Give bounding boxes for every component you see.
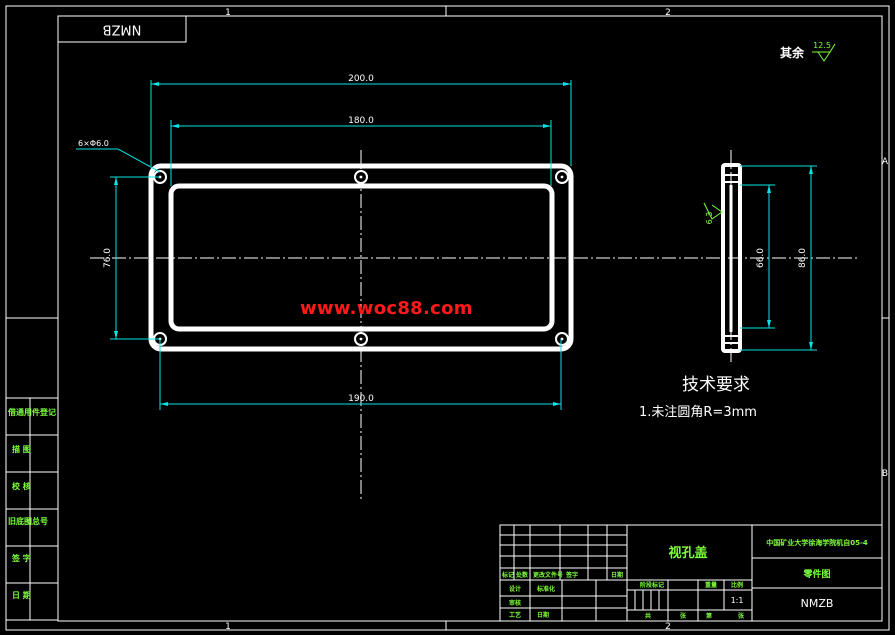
dim-hole-spacing-top: 180.0 <box>348 116 374 126</box>
tb-drawing-type: 零件图 <box>802 568 830 580</box>
left-panel-label-6: 日 期 <box>12 590 31 600</box>
zone-label-col2-top: 2 <box>665 8 671 18</box>
tb-drawing-code: NMZB <box>801 597 834 610</box>
tb-role-label-1: 设计 <box>509 585 521 593</box>
surface-finish-side <box>703 202 723 220</box>
tb-row-label-2: 处数 <box>515 571 529 579</box>
zone-label-row-a: A <box>882 157 889 167</box>
tech-req-title: 技术要求 <box>682 375 750 395</box>
drawing-frame <box>5 5 890 631</box>
zone-label-col2-bottom: 2 <box>665 622 671 632</box>
tb-scale: 1:1 <box>731 596 744 605</box>
left-panel-label-5: 签 字 <box>11 553 31 563</box>
dim-hole-spacing-bottom: 190.0 <box>348 394 374 404</box>
dim-overall-length: 200.0 <box>348 74 374 84</box>
roughness-symbol <box>812 43 836 62</box>
dim-height-left: 76.0 <box>103 248 113 268</box>
roughness-value: 12.5 <box>813 41 831 50</box>
tb-sheet-label-2: 张 <box>680 612 687 620</box>
dim-side-inner: 66.0 <box>756 248 766 268</box>
tb-institution: 中国矿业大学徐海学院机自05-4 <box>766 538 868 547</box>
tb-sheet-label-1: 共 <box>645 612 651 620</box>
left-panel-label-4: 旧底图总号 <box>8 516 48 526</box>
tb-row-label-5: 日期 <box>611 571 623 579</box>
left-panel-grid <box>5 397 59 621</box>
side-view <box>721 163 742 353</box>
title-block-grid <box>499 524 883 622</box>
tb-row-label-1: 标记 <box>501 571 514 579</box>
tb-header-label-3: 比例 <box>731 581 743 589</box>
tb-role-label-5: 日期 <box>537 611 549 619</box>
drawing-code-box-text: NMZB <box>103 22 142 37</box>
dim-side-outer: 86.0 <box>798 248 808 268</box>
tb-row-label-4: 签字 <box>565 571 578 579</box>
zone-label-col1-top: 1 <box>225 8 231 18</box>
tb-role-label-4: 工艺 <box>509 611 521 619</box>
tech-req-item-1: 1.未注圆角R=3mm <box>639 405 757 420</box>
tb-sheet-label-3: 第 <box>705 612 712 620</box>
dimension-lines <box>76 80 817 410</box>
tb-role-label-3: 审核 <box>509 599 521 607</box>
tb-role-label-2: 标准化 <box>536 585 555 593</box>
surface-finish-side-value: 6.3 <box>705 212 714 225</box>
roughness-label: 其余 <box>780 45 805 60</box>
main-plate <box>148 163 574 352</box>
dim-hole-callout: 6×Φ6.0 <box>78 139 109 148</box>
zone-label-row-b: B <box>882 469 888 479</box>
tb-sheet-label-4: 张 <box>738 612 745 620</box>
dimension-arrows <box>114 82 813 406</box>
tb-part-name: 视孔盖 <box>668 545 707 561</box>
tb-row-label-3: 更改文件号 <box>533 571 563 579</box>
tb-header-label-1: 阶段标记 <box>640 581 664 589</box>
tb-header-label-2: 重量 <box>705 581 717 589</box>
zone-label-col1-bottom: 1 <box>225 622 231 632</box>
left-panel-label-3: 校 核 <box>12 481 31 491</box>
watermark: www.woc88.com <box>300 298 473 319</box>
left-panel-label-1: 借通用件登记 <box>7 407 56 417</box>
drawing-code-box <box>57 15 187 43</box>
left-panel-label-2: 描 图 <box>12 444 31 454</box>
